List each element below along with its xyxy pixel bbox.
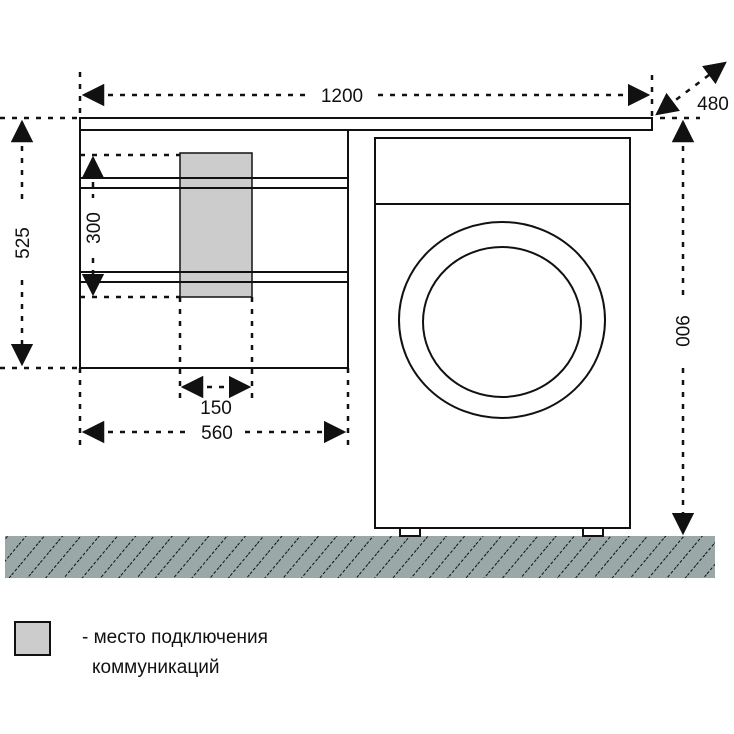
- legend-line-2: коммуникаций: [92, 657, 220, 678]
- dim-300-label: 300: [84, 212, 105, 244]
- legend-swatch: [14, 621, 51, 656]
- cabinet: [79, 129, 349, 369]
- cabinet-shelves: [80, 177, 348, 283]
- washing-machine: [374, 137, 631, 537]
- dim-560-label: 560: [201, 423, 233, 444]
- dim-480-label: 480: [697, 94, 729, 115]
- countertop: [79, 117, 653, 131]
- dim-1200-label: 1200: [321, 86, 363, 107]
- floor: [5, 536, 715, 578]
- dim-150-label: 150: [200, 398, 232, 419]
- legend-line-1: - место подключения: [82, 627, 268, 648]
- dim-480-line: [655, 61, 727, 116]
- dim-525-label: 525: [13, 227, 34, 259]
- connection-area: [179, 152, 253, 298]
- dim-900-label: 900: [671, 315, 692, 347]
